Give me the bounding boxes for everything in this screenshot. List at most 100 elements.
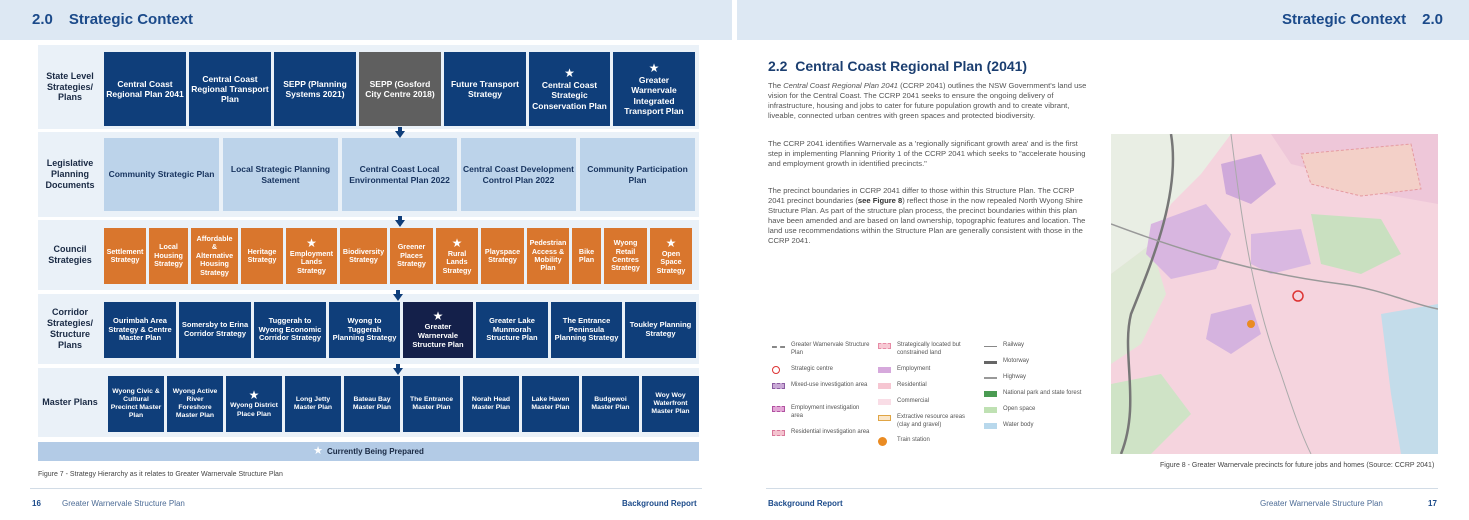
employment-swatch-icon (878, 367, 891, 373)
box-label: Tuggerah to Wyong Economic Corridor Stra… (258, 315, 322, 343)
water-body (1381, 304, 1438, 454)
master-plan-box: Bateau Bay Master Plan (344, 376, 400, 432)
box-label: Settlement Strategy (106, 246, 144, 264)
corridor-strategy-box: Greater Lake Munmorah Structure Plan (476, 302, 548, 358)
figure-8-caption: Figure 8 - Greater Warnervale precincts … (1160, 462, 1435, 469)
box-label: Wyong District Place Plan (230, 402, 278, 418)
legend-label: Motorway (1003, 358, 1030, 364)
rural-land (1111, 244, 1166, 364)
corridor-strategy-box: Ourimbah Area Strategy & Centre Master P… (104, 302, 176, 358)
box-label: Wyong Civic & Cultural Precinct Master P… (110, 387, 162, 420)
motorway-line (1119, 134, 1175, 454)
box-label: Wyong Active River Foreshore Master Plan (172, 387, 218, 420)
page-number-left: 16 (32, 499, 41, 508)
box-label: Lake Haven Master Plan (531, 395, 570, 411)
star-icon: ★ (648, 61, 660, 76)
paragraph-1: The Central Coast Regional Plan 2041 (CC… (768, 81, 1088, 121)
box-label: Woy Woy Waterfront Master Plan (651, 391, 690, 415)
footer-doc-title: Greater Warnervale Structure Plan (1260, 499, 1383, 508)
box-label: Local Strategic Planning Satement (230, 164, 331, 185)
box-label: Central Coast Regional Plan 2041 (106, 78, 184, 99)
box-label: Employment Lands Strategy (289, 248, 334, 275)
employment-zone (1146, 204, 1231, 279)
text-span: (CCRP 2041) outlines the NSW Government'… (768, 81, 1087, 120)
legend-label: Residential (897, 382, 927, 388)
box-label: Greener Places Strategy (397, 242, 426, 269)
star-icon: ★ (248, 388, 260, 403)
star-icon: ★ (306, 235, 317, 250)
open-space-swatch-icon (984, 407, 997, 413)
legend-item: Train station (878, 437, 978, 446)
star-icon: ★ (432, 309, 444, 324)
legend-label: Employment investigation area (791, 405, 860, 419)
master-plan-box: Wyong Civic & Cultural Precinct Master P… (108, 376, 164, 432)
legend-item: Open space (984, 406, 1099, 414)
council-strategy-box: Biodiversity Strategy (340, 228, 387, 284)
ring-icon (772, 366, 780, 374)
arrow-down-icon (395, 216, 405, 227)
paragraph-3: The precinct boundaries in CCRP 2041 dif… (768, 186, 1088, 246)
legend-label: Employment (897, 366, 931, 372)
legend-label: Commercial (897, 398, 930, 404)
box-label: Playspace Strategy (484, 246, 521, 264)
box-label: SEPP (Gosford City Centre 2018) (365, 78, 435, 99)
legend-item: Employment (878, 366, 978, 374)
box-label: The Entrance Peninsula Planning Strategy (554, 315, 619, 343)
council-strategy-box: Greener Places Strategy (390, 228, 433, 284)
footer-divider (766, 488, 1438, 489)
box-label: Central Coast Strategic Conservation Pla… (532, 80, 607, 111)
council-strategy-box: ★Employment Lands Strategy (286, 228, 337, 284)
legend-label: Residential investigation area (791, 429, 870, 435)
text-italic: Central Coast Regional Plan 2041 (783, 81, 899, 90)
state-plan-box: SEPP (Planning Systems 2021) (274, 52, 356, 126)
warnervale-precinct-map (1111, 134, 1438, 454)
legend-item: Highway (984, 374, 1099, 382)
council-strategy-box: Bike Plan (572, 228, 601, 284)
state-plan-box: ★Central Coast Strategic Conservation Pl… (529, 52, 610, 126)
constrained-land-swatch-icon (878, 343, 891, 349)
legend-item: Motorway (984, 358, 1099, 366)
corridor-strategy-box: Tuggerah to Wyong Economic Corridor Stra… (254, 302, 326, 358)
residential-investigation-swatch-icon (772, 430, 785, 436)
council-strategy-box: Affordable & Alternative Housing Strateg… (191, 228, 238, 284)
legend-label: Railway (1003, 342, 1025, 348)
section-number: 2.0 (1422, 11, 1443, 28)
legend-item: Strategic centre (772, 366, 872, 374)
section-title: Central Coast Regional Plan (2041) (795, 58, 1028, 74)
legend-label: National park and state forest (1003, 390, 1082, 396)
row-label-council: Council Strategies (38, 220, 102, 290)
legend-label: Strategic centre (791, 366, 834, 372)
legend-item: Residential (878, 382, 978, 390)
box-label: The Entrance Master Plan (409, 395, 454, 411)
footer-report-title: Background Report (768, 499, 843, 508)
box-label: Pedestrian Access & Mobility Plan (529, 238, 567, 273)
investigation-area (1300, 143, 1422, 197)
footer-doc-title: Greater Warnervale Structure Plan (62, 499, 185, 508)
box-label: Toukley Planning Strategy (629, 320, 692, 338)
national-park-swatch-icon (984, 391, 997, 397)
legend-item: Water body (984, 422, 1099, 430)
mixed-use-swatch-icon (772, 383, 785, 389)
star-icon: ★ (564, 66, 575, 81)
text-span: ) reflect those in the now repealed Nort… (768, 196, 1086, 245)
footer-divider (30, 488, 702, 489)
corridor-strategy-box: Somersby to Erina Corridor Strategy (179, 302, 251, 358)
legend-label: Greater Warnervale Structure Plan (791, 342, 870, 356)
council-strategy-box: Playspace Strategy (481, 228, 524, 284)
highway-line (1111, 223, 1438, 310)
master-plan-box: Wyong Active River Foreshore Master Plan (167, 376, 223, 432)
legend-label: Currently Being Prepared (326, 447, 424, 456)
corridor-strategy-box: The Entrance Peninsula Planning Strategy (551, 302, 622, 358)
paragraph-2: The CCRP 2041 identifies Warnervale as a… (768, 139, 1086, 168)
box-label: Biodiversity Strategy (342, 246, 385, 264)
section-number: 2.2 (768, 58, 788, 74)
box-label: Community Strategic Plan (108, 169, 215, 180)
box-label: Local Housing Strategy (154, 242, 183, 269)
legislative-doc-box: Central Coast Local Environmental Plan 2… (342, 138, 457, 211)
state-plan-box: ★Greater Warnervale Integrated Transport… (613, 52, 695, 126)
legend-item: Residential investigation area (772, 429, 872, 437)
corridor-strategy-box: Toukley Planning Strategy (625, 302, 696, 358)
employment-zone (1206, 304, 1261, 354)
state-plan-box-highlight: SEPP (Gosford City Centre 2018) (359, 52, 441, 126)
